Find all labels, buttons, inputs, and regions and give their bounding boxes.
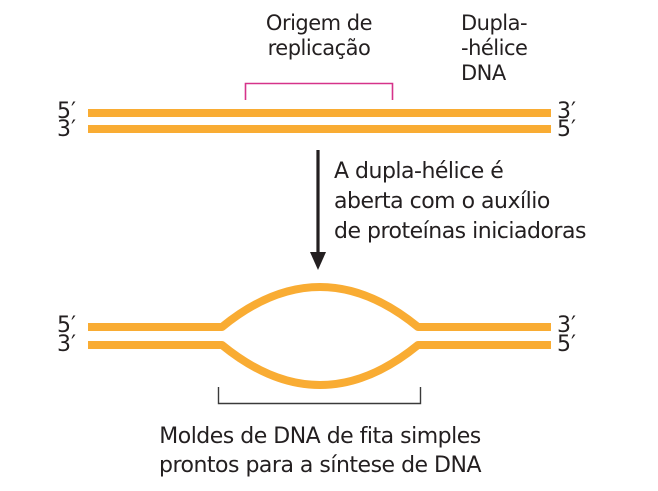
helix-label: Dupla- -hélice DNA xyxy=(461,11,528,86)
origin-label-line-1: Origem de xyxy=(265,11,373,35)
template-caption: Moldes de DNA de fita simples prontos pa… xyxy=(90,422,550,480)
helix-label-line-2: -hélice xyxy=(461,36,528,60)
bottom-left-end-5prime: 5′ xyxy=(57,313,76,338)
bottom-left-end-3prime: 3′ xyxy=(57,332,76,357)
template-caption-line-1: Moldes de DNA de fita simples xyxy=(159,424,481,449)
template-bracket xyxy=(217,387,422,405)
template-caption-line-2: prontos para a síntese de DNA xyxy=(158,453,482,478)
bottom-strand-lower xyxy=(88,341,551,389)
top-left-end-5prime: 5′ xyxy=(57,99,76,124)
origin-label: Origem de replicação xyxy=(238,11,400,61)
bottom-strand-upper xyxy=(88,283,551,331)
step-description: A dupla-hélice é aberta com o auxílio de… xyxy=(334,157,586,247)
step-description-line-2: aberta com o auxílio xyxy=(334,189,550,214)
helix-label-line-3: DNA xyxy=(461,61,506,85)
bottom-right-end-3prime: 3′ xyxy=(557,313,576,338)
top-left-end-3prime: 3′ xyxy=(57,117,76,142)
bottom-right-end-5prime: 5′ xyxy=(557,332,576,357)
helix-label-line-1: Dupla- xyxy=(461,11,528,35)
origin-bracket xyxy=(244,82,394,100)
top-right-end-3prime: 3′ xyxy=(557,99,576,124)
step-description-line-3: de proteínas iniciadoras xyxy=(334,219,586,244)
top-right-end-5prime: 5′ xyxy=(557,117,576,142)
arrow-head xyxy=(310,252,326,270)
origin-label-line-2: replicação xyxy=(267,36,371,60)
step-description-line-1: A dupla-hélice é xyxy=(334,159,504,184)
